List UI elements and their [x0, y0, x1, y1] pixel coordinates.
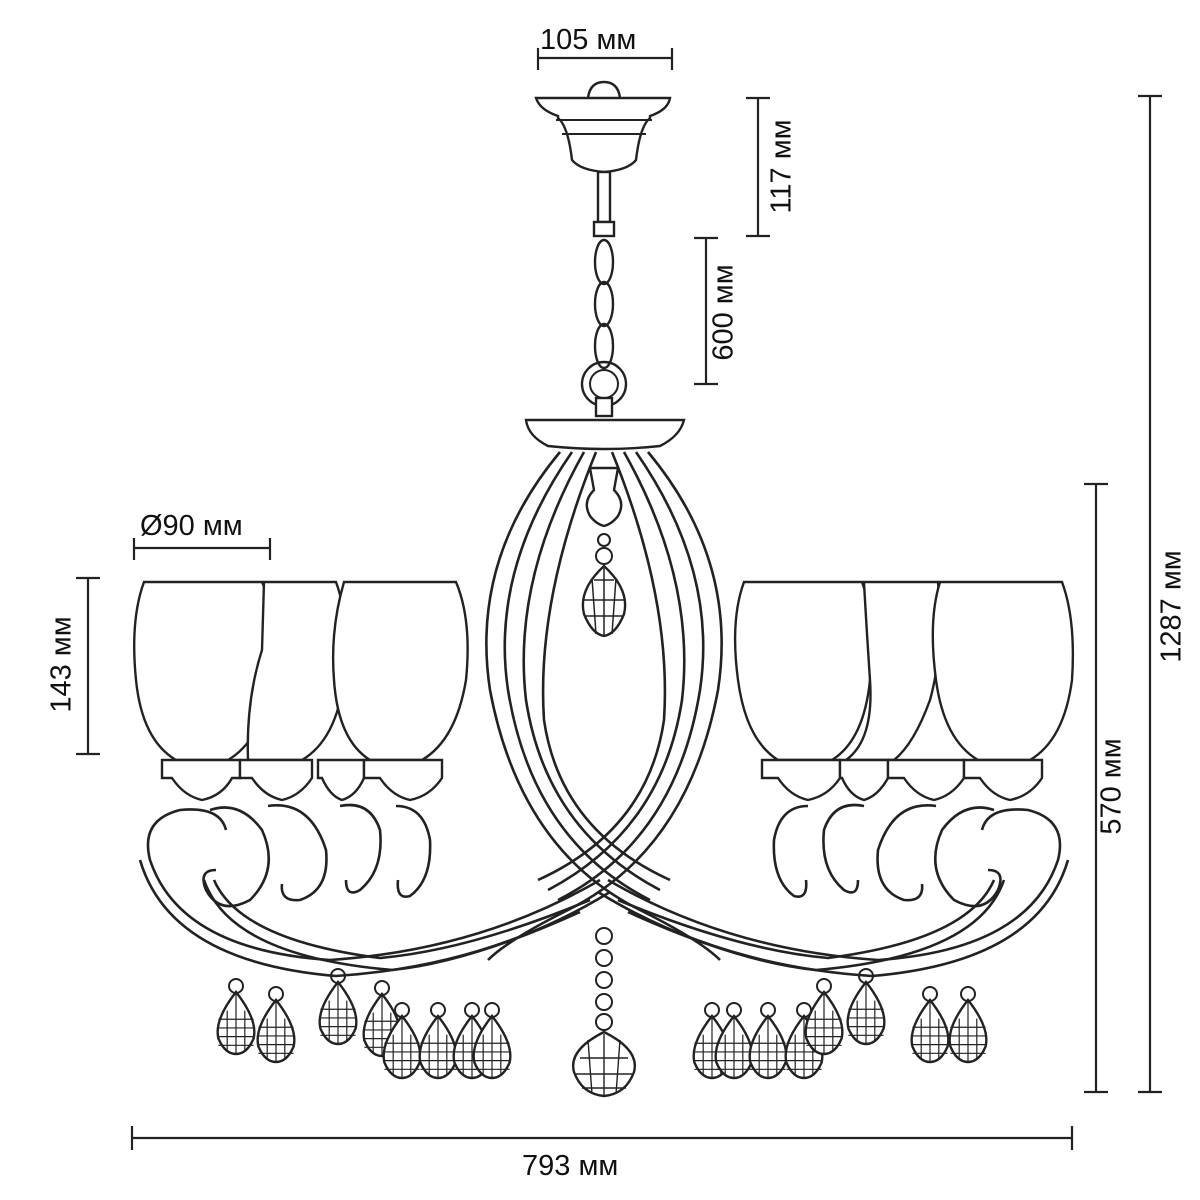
scrolls-left — [202, 803, 432, 908]
canopy-width-label: 105 мм — [540, 24, 637, 56]
crystal-drop — [714, 1002, 754, 1080]
shade-height-label: 143 мм — [45, 616, 78, 713]
crystal-drop — [846, 968, 886, 1046]
center-pendant-chain — [571, 927, 637, 1098]
arms — [138, 451, 1070, 978]
scrolls-right — [772, 803, 1002, 908]
chain-length-label: 600 мм — [707, 264, 740, 361]
crystal-drop — [216, 978, 256, 1056]
crystal-pendants — [216, 968, 988, 1080]
crystal-drop — [948, 986, 988, 1064]
suspension-chain — [580, 170, 628, 418]
body-height-label: 570 мм — [1095, 738, 1128, 835]
crystal-drop — [256, 986, 296, 1064]
crystal-drop — [748, 1002, 788, 1080]
crystal-drop — [318, 968, 358, 1046]
shades-left — [133, 580, 469, 802]
canopy-height-label: 117 мм — [765, 119, 798, 214]
crystal-drop — [910, 986, 950, 1064]
total-width-label: 793 мм — [522, 1150, 619, 1182]
shades-right — [733, 580, 1075, 802]
total-height-label: 1287 мм — [1155, 550, 1188, 663]
crystal-drop — [472, 1002, 512, 1080]
dimension-lines — [76, 48, 1162, 1150]
crystal-drop — [418, 1002, 458, 1080]
shade-diameter-label: Ø90 мм — [140, 510, 243, 542]
central-hub — [524, 418, 686, 638]
crystal-drop — [804, 978, 844, 1056]
ceiling-canopy — [534, 80, 672, 174]
